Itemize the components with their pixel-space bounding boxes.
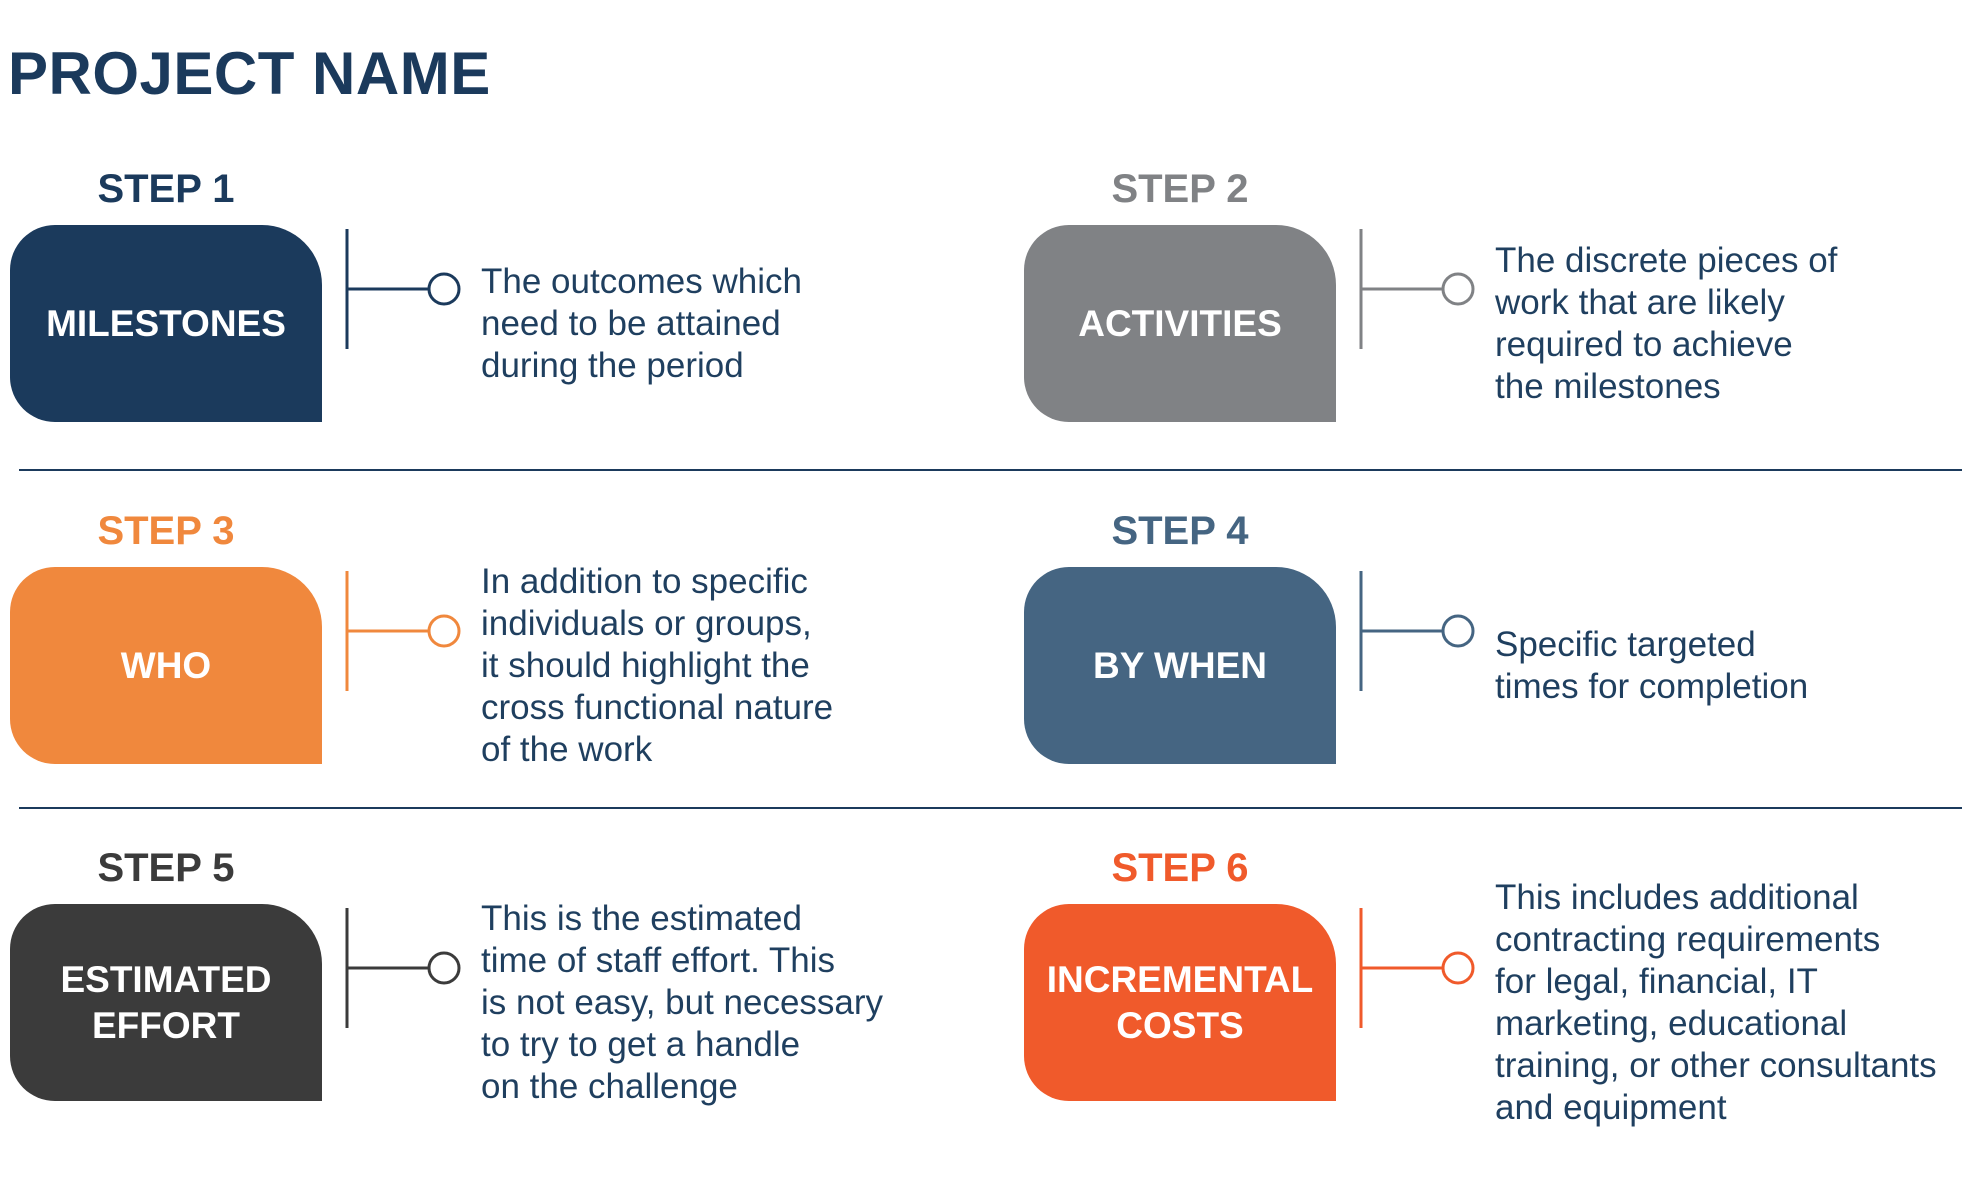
step-box-by-when: BY WHEN [1024,567,1336,764]
box-label-line: EFFORT [92,1004,240,1046]
step-5: STEP 5 ESTIMATED EFFORT This is the esti… [0,844,980,1204]
step-box-milestones: MILESTONES [10,225,322,422]
description-line: for legal, financial, IT [1495,962,1818,1001]
description-line: This is the estimated [481,899,802,938]
description-line: required to achieve [1495,325,1793,364]
step-box-who: WHO [10,567,322,764]
connector-icon [345,908,461,1028]
step-description: This includes additional contracting req… [1495,878,1955,1127]
description-line: need to be attained [481,304,781,343]
connector-icon [345,571,461,691]
description-line: of the work [481,730,653,769]
step-description: In addition to specific individuals or g… [481,562,941,769]
box-label-line: INCREMENTAL [1046,958,1314,1000]
step-1: STEP 1 MILESTONES The outcomes which nee… [0,165,980,525]
description-line: it should highlight the [481,646,810,685]
divider [19,469,1962,471]
description-line: training, or other consultants [1495,1046,1937,1085]
step-label: STEP 2 [1111,167,1249,211]
connector-icon [345,229,461,349]
description-line: contracting requirements [1495,920,1881,959]
description-line: marketing, educational [1495,1004,1848,1043]
step-label: STEP 4 [1111,509,1249,553]
description-line: to try to get a handle [481,1025,801,1064]
description-line: on the challenge [481,1067,738,1106]
description-line: time of staff effort. This [481,941,836,980]
step-4: STEP 4 BY WHEN Specific targeted times f… [1014,507,1982,867]
description-line: In addition to specific [481,562,808,601]
step-label: STEP 3 [97,509,235,553]
connector-icon [1359,571,1475,691]
divider [19,807,1962,809]
step-6: STEP 6 INCREMENTAL COSTS This includes a… [1014,844,1982,1204]
description-line: The discrete pieces of [1495,241,1838,280]
connector-icon [1359,229,1475,349]
box-label-line: MILESTONES [46,302,286,344]
description-line: during the period [481,346,744,385]
step-description: Specific targeted times for completion [1495,567,1955,765]
description-line: work that are likely [1495,283,1785,322]
step-description: This is the estimated time of staff effo… [481,899,941,1106]
description-line: cross functional nature [481,688,834,727]
step-box-incremental-costs: INCREMENTAL COSTS [1024,904,1336,1101]
step-description: The discrete pieces of work that are lik… [1495,225,1955,423]
box-label-line: ESTIMATED [60,958,272,1000]
step-label: STEP 5 [97,846,235,890]
box-label-line: COSTS [1116,1004,1244,1046]
description-line: times for completion [1495,667,1809,706]
box-label-line: BY WHEN [1092,644,1268,686]
description-line: and equipment [1495,1088,1727,1127]
step-box-activities: ACTIVITIES [1024,225,1336,422]
step-label: STEP 6 [1111,846,1249,890]
connector-icon [1359,908,1475,1028]
step-description: The outcomes which need to be attained d… [481,225,941,423]
description-line: is not easy, but necessary [481,983,884,1022]
description-line: the milestones [1495,367,1721,406]
step-2: STEP 2 ACTIVITIES The discrete pieces of… [1014,165,1982,525]
page-title: PROJECT NAME [8,40,491,107]
description-line: The outcomes which [481,262,802,301]
step-label: STEP 1 [97,167,235,211]
step-3: STEP 3 WHO In addition to specific indiv… [0,507,980,867]
step-box-estimated-effort: ESTIMATED EFFORT [10,904,322,1101]
description-line: This includes additional [1495,878,1859,917]
box-label-line: ACTIVITIES [1078,302,1282,344]
description-line: Specific targeted [1495,625,1756,664]
box-label-line: WHO [120,644,212,686]
description-line: individuals or groups, [481,604,812,643]
